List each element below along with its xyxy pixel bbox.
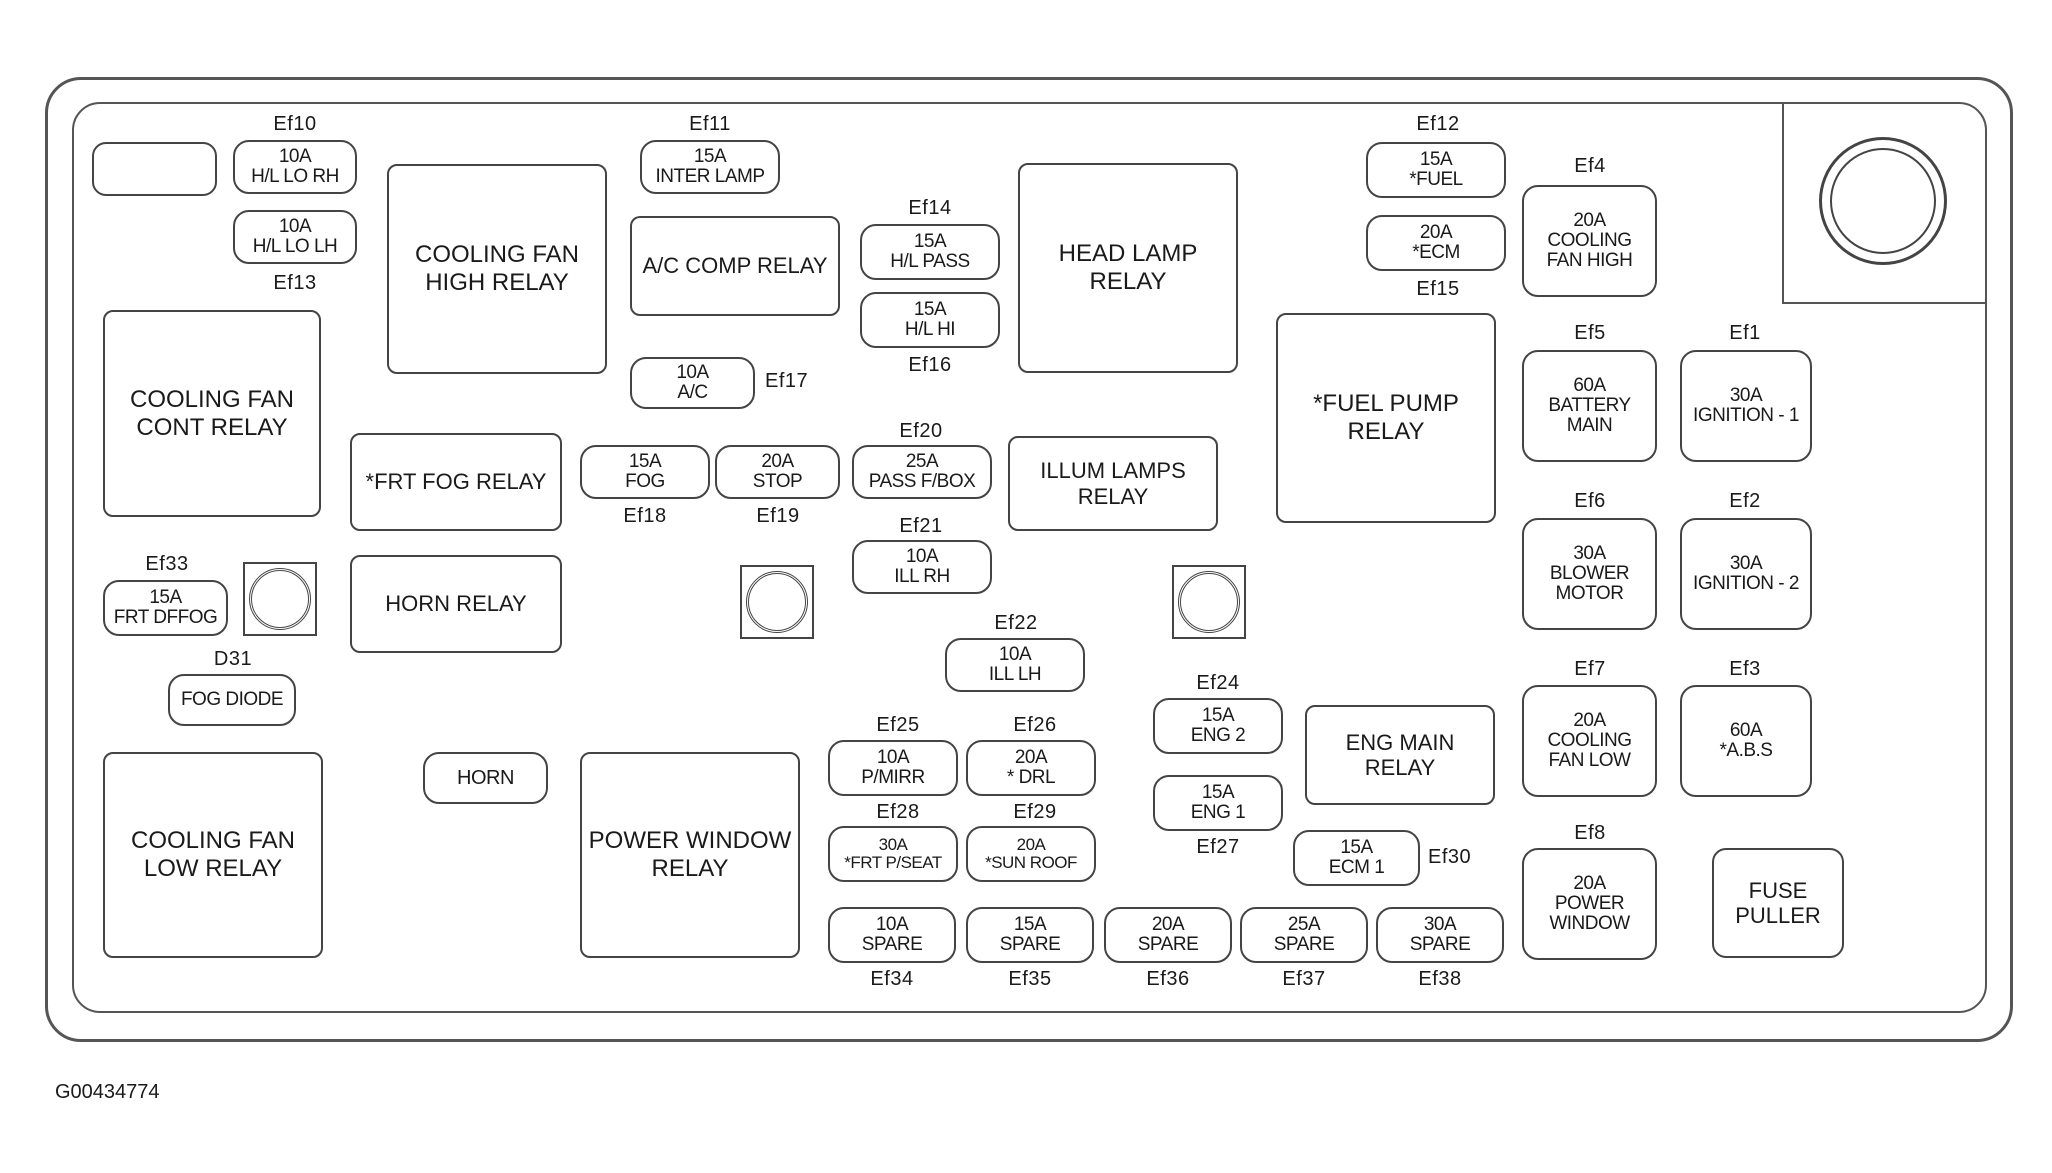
fuse-ef20: 25A PASS F/BOX — [852, 445, 992, 499]
fuse-id-ef24: Ef24 — [1196, 672, 1240, 694]
fuse-ef38: 30A SPARE — [1376, 907, 1504, 963]
fuse-ef6: 30A BLOWER MOTOR — [1522, 518, 1657, 630]
fuse-id-ef6: Ef6 — [1574, 490, 1606, 512]
fuse-ef18: 15A FOG — [580, 445, 710, 499]
fuse-ef13: 10A H/L LO LH — [233, 210, 357, 264]
fuse-ef17: 10A A/C — [630, 357, 755, 409]
fuse-ef4: 20A COOLING FAN HIGH — [1522, 185, 1657, 297]
fuse-ef28: 30A *FRT P/SEAT — [828, 826, 958, 882]
fuse-id-ef25: Ef25 — [876, 714, 920, 736]
fuse-id-ef11: Ef11 — [689, 113, 731, 135]
relay-power-window: POWER WINDOW RELAY — [580, 752, 800, 958]
relay-cooling-fan-cont: COOLING FAN CONT RELAY — [103, 310, 321, 517]
fuse-ef5: 60A BATTERY MAIN — [1522, 350, 1657, 462]
fuse-ef3: 60A *A.B.S — [1680, 685, 1812, 797]
relay-cooling-fan-low: COOLING FAN LOW RELAY — [103, 752, 323, 958]
fuse-ef1: 30A IGNITION - 1 — [1680, 350, 1812, 462]
fuse-id-ef30: Ef30 — [1428, 846, 1472, 868]
fuse-id-ef34: Ef34 — [870, 968, 914, 990]
fuse-id-ef21: Ef21 — [899, 515, 943, 537]
fuse-id-ef3: Ef3 — [1729, 658, 1761, 680]
fuse-ef16: 15A H/L HI — [860, 292, 1000, 348]
ground-stud-icon — [243, 562, 317, 636]
fuse-id-ef14: Ef14 — [908, 197, 952, 219]
diode-id-d31: D31 — [213, 648, 253, 670]
fuse-ef11: 15A INTER LAMP — [640, 140, 780, 194]
relay-ac-comp: A/C COMP RELAY — [630, 216, 840, 316]
figure-id: G00434774 — [55, 1081, 160, 1103]
fuse-id-ef20: Ef20 — [899, 420, 943, 442]
relay-head-lamp: HEAD LAMP RELAY — [1018, 163, 1238, 373]
fuse-id-ef4: Ef4 — [1574, 155, 1606, 177]
fuse-ef25: 10A P/MIRR — [828, 740, 958, 796]
fuse-ef22: 10A ILL LH — [945, 638, 1085, 692]
relay-horn: HORN RELAY — [350, 555, 562, 653]
fuse-id-ef18: Ef18 — [623, 505, 667, 527]
fuse-ef8: 20A POWER WINDOW — [1522, 848, 1657, 960]
fuse-ef36: 20A SPARE — [1104, 907, 1232, 963]
fuse-id-ef27: Ef27 — [1196, 836, 1240, 858]
relay-cooling-fan-high: COOLING FAN HIGH RELAY — [387, 164, 607, 374]
fuse-id-ef8: Ef8 — [1574, 822, 1606, 844]
fuse-id-ef38: Ef38 — [1418, 968, 1462, 990]
battery-terminal-bolt-icon — [1819, 137, 1947, 265]
fuse-id-ef17: Ef17 — [765, 370, 809, 392]
fuse-ef21: 10A ILL RH — [852, 540, 992, 594]
fuse-id-ef15: Ef15 — [1416, 278, 1460, 300]
fuse-id-ef22: Ef22 — [994, 612, 1038, 634]
fuse-ef2: 30A IGNITION - 2 — [1680, 518, 1812, 630]
fuse-ef33: 15A FRT DFFOG — [103, 580, 228, 636]
fuse-id-ef7: Ef7 — [1574, 658, 1606, 680]
fuse-id-ef12: Ef12 — [1416, 113, 1460, 135]
empty-fuse-slot — [92, 142, 217, 196]
fuse-box-outer-frame — [45, 77, 2013, 1042]
fuse-ef29: 20A *SUN ROOF — [966, 826, 1096, 882]
horn: HORN — [423, 752, 548, 804]
fuse-id-ef2: Ef2 — [1729, 490, 1761, 512]
fuse-ef7: 20A COOLING FAN LOW — [1522, 685, 1657, 797]
fuse-puller[interactable]: FUSE PULLER — [1712, 848, 1844, 958]
battery-terminal-area — [1782, 104, 1985, 304]
fuse-id-ef16: Ef16 — [908, 354, 952, 376]
fuse-ef15: 20A *ECM — [1366, 215, 1506, 271]
fuse-id-ef29: Ef29 — [1013, 801, 1057, 823]
fuse-ef10: 10A H/L LO RH — [233, 140, 357, 194]
fuse-ef12: 15A *FUEL — [1366, 142, 1506, 198]
fuse-ef35: 15A SPARE — [966, 907, 1094, 963]
mounting-stud-icon — [740, 565, 814, 639]
fuse-id-ef1: Ef1 — [1729, 322, 1761, 344]
fog-diode: FOG DIODE — [168, 674, 296, 726]
fuse-ef26: 20A * DRL — [966, 740, 1096, 796]
fuse-id-ef19: Ef19 — [756, 505, 800, 527]
fuse-ef30: 15A ECM 1 — [1293, 830, 1420, 886]
fuse-id-ef10: Ef10 — [273, 113, 317, 135]
relay-illum-lamps: ILLUM LAMPS RELAY — [1008, 436, 1218, 531]
fuse-id-ef26: Ef26 — [1013, 714, 1057, 736]
fuse-id-ef5: Ef5 — [1574, 322, 1606, 344]
mounting-stud-icon — [1172, 565, 1246, 639]
fuse-id-ef33: Ef33 — [145, 553, 189, 575]
fuse-ef37: 25A SPARE — [1240, 907, 1368, 963]
fuse-id-ef28: Ef28 — [876, 801, 920, 823]
fuse-id-ef37: Ef37 — [1282, 968, 1326, 990]
relay-fuel-pump: *FUEL PUMP RELAY — [1276, 313, 1496, 523]
relay-eng-main: ENG MAIN RELAY — [1305, 705, 1495, 805]
fuse-ef19: 20A STOP — [715, 445, 840, 499]
fuse-id-ef13: Ef13 — [273, 272, 317, 294]
fuse-box-inner-frame — [72, 102, 1987, 1013]
fuse-id-ef36: Ef36 — [1146, 968, 1190, 990]
fuse-ef27: 15A ENG 1 — [1153, 775, 1283, 831]
fuse-ef24: 15A ENG 2 — [1153, 698, 1283, 754]
fuse-ef34: 10A SPARE — [828, 907, 956, 963]
fuse-id-ef35: Ef35 — [1008, 968, 1052, 990]
fuse-ef14: 15A H/L PASS — [860, 224, 1000, 280]
relay-frt-fog: *FRT FOG RELAY — [350, 433, 562, 531]
